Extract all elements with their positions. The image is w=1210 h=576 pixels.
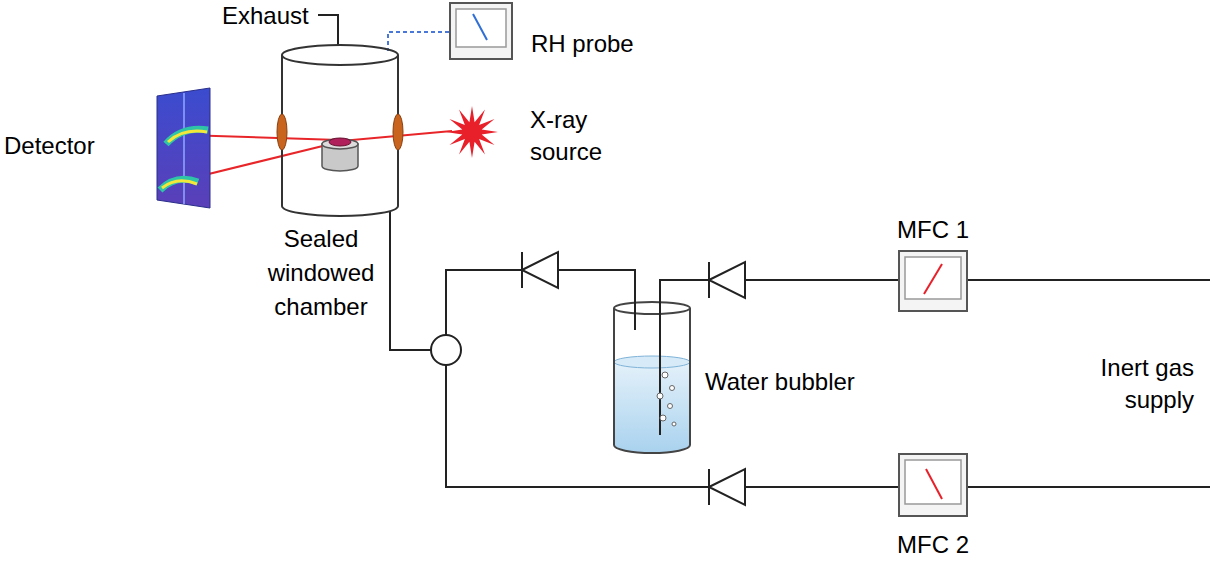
- detector-panel: Detector: [4, 86, 214, 210]
- check-valve: [709, 262, 745, 298]
- water-bubbler: Water bubbler: [610, 300, 695, 458]
- xray-beam: [172, 131, 452, 183]
- check-valve: [522, 252, 558, 288]
- gas-line: [390, 211, 635, 350]
- exhaust-label: Exhaust: [222, 0, 309, 32]
- node-label: Detector: [4, 130, 95, 162]
- sealed-chamber: Sealed windowed chamber: [280, 44, 400, 218]
- meter-symbol: [449, 2, 513, 60]
- node-label: MFC 1: [878, 214, 988, 246]
- node-label: MFC 2: [878, 529, 988, 561]
- detector-image: [152, 86, 214, 210]
- gas-supply-line: [968, 279, 1210, 281]
- exhaust-pipe: [318, 15, 338, 45]
- connector-line: [390, 211, 898, 487]
- starburst-symbol: [444, 104, 500, 160]
- connector-line: [388, 32, 449, 51]
- node-label: X-ray source: [530, 104, 642, 168]
- node-label: Water bubbler: [705, 366, 855, 398]
- check-valve: [709, 469, 745, 505]
- mass-flow-controller: MFC 1: [898, 214, 968, 314]
- node-label: Sealed windowed chamber: [255, 222, 387, 324]
- node-label: RH probe: [531, 28, 634, 60]
- connector-line: [660, 280, 898, 300]
- connector-line: [390, 211, 635, 350]
- junction: [431, 335, 461, 365]
- gas-line: [660, 280, 898, 300]
- mass-flow-controller: MFC 2: [898, 453, 968, 563]
- gas-supply-line: [968, 486, 1210, 488]
- supply-label: Inert gas supply: [1100, 352, 1194, 416]
- meter-symbol: [898, 250, 968, 312]
- signal-line: [388, 32, 449, 51]
- meter-symbol: [898, 453, 968, 517]
- gas-line: [390, 211, 898, 487]
- bubbler-vessel: [610, 300, 695, 458]
- rh-probe-meter: RH probe: [449, 2, 639, 62]
- chamber-cylinder: [280, 44, 400, 218]
- xray-source: X-ray source: [444, 100, 654, 170]
